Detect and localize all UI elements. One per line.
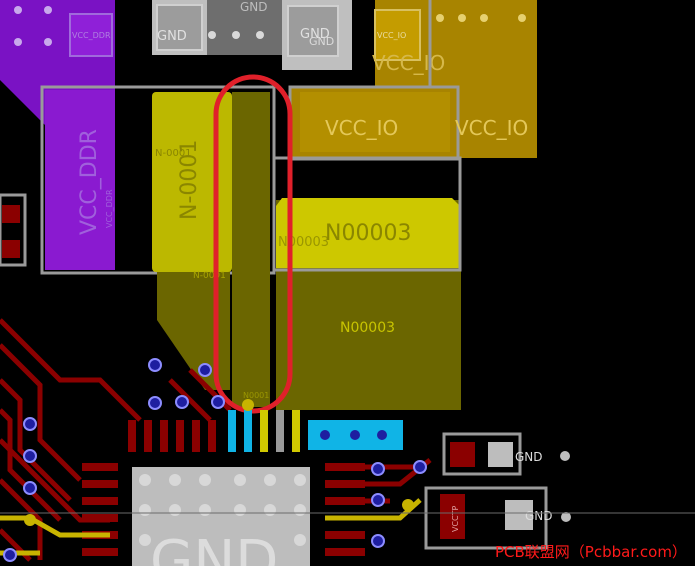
gnd-right-1-label: GND — [515, 450, 543, 464]
gnd-pad-top-center[interactable] — [207, 0, 282, 55]
n00003-lower-label: N00003 — [340, 320, 395, 336]
n0001-big-label: N-0001 — [177, 140, 202, 220]
vcc-io-top-label: VCC_IO — [372, 51, 445, 75]
vcc-ddr-pad-top[interactable] — [69, 13, 113, 57]
vcc-ddr-small-label: VCC_DDR — [72, 31, 111, 40]
gnd-pad-top-left-inner — [156, 4, 203, 51]
n00003-yellow-pad[interactable] — [276, 198, 460, 268]
n00003-outline — [272, 156, 462, 272]
vcc-ddr-big-label: VCC_DDR — [77, 129, 102, 235]
vcctp-label: VCCTP — [451, 505, 460, 532]
vcc-io-small-label: VCC_IO — [377, 31, 406, 40]
gnd-right-2-label: GND — [525, 509, 553, 523]
vcc-io-mid-label: VCC_IO — [325, 116, 398, 140]
gnd-top-left-label: GND — [157, 29, 187, 44]
purple-vias — [14, 6, 52, 46]
cyan-pad-vias — [320, 430, 387, 440]
n0001-yellow-pad[interactable] — [152, 92, 232, 272]
n0001-small-label: N-0001 — [155, 148, 192, 159]
left-part-pad-2[interactable] — [2, 240, 20, 258]
vcctp-pad[interactable] — [440, 494, 465, 539]
gnd-top-right-label-b: GND — [309, 35, 334, 48]
gold-vias — [436, 14, 526, 22]
right-part-outline-2 — [424, 486, 548, 550]
vcc-io-pad-mid[interactable] — [300, 92, 450, 152]
left-part-pad-1[interactable] — [2, 205, 20, 223]
gnd-top-right-label: GND — [300, 27, 330, 42]
blue-vias — [3, 358, 427, 562]
gray-vias-top — [208, 31, 264, 39]
vcc-ddr-bottom-label: VCC_DDR — [105, 189, 114, 228]
right-part-outline-1 — [442, 432, 522, 476]
qfn-gnd-pad[interactable] — [132, 467, 310, 566]
left-part-outline — [0, 193, 27, 267]
n0001-bottom-label: N-0001 — [193, 271, 226, 281]
yellow-vias — [24, 399, 414, 526]
vcc-io-right-label: VCC_IO — [455, 116, 528, 140]
right-part-pad-1[interactable] — [450, 442, 475, 467]
highlighted-olive-trace[interactable] — [232, 92, 270, 407]
gnd-pad-top-right-inner — [287, 5, 339, 57]
vcc-ddr-plane-left[interactable] — [45, 90, 115, 270]
pin-pads-top — [228, 410, 403, 452]
highlight-ring — [213, 74, 293, 414]
right-gnd-pad-2[interactable] — [505, 500, 533, 530]
small-pad-label: N0001 — [243, 391, 269, 400]
n00003-big-label: N00003 — [325, 221, 411, 246]
qfn-gnd-label: GND — [150, 529, 278, 566]
right-gray-via-2 — [561, 512, 571, 522]
vcc-io-pad[interactable] — [374, 9, 421, 61]
gnd-top-center-label: GND — [240, 0, 268, 14]
n0001-olive-plane[interactable] — [157, 270, 230, 390]
right-gray-via — [560, 451, 570, 461]
right-gnd-pad-1[interactable] — [488, 442, 513, 467]
watermark: PCB联盟网（Pcbbar.com） — [495, 543, 687, 561]
n00003-small-label: N00003 — [278, 235, 329, 250]
red-traces — [0, 318, 232, 562]
